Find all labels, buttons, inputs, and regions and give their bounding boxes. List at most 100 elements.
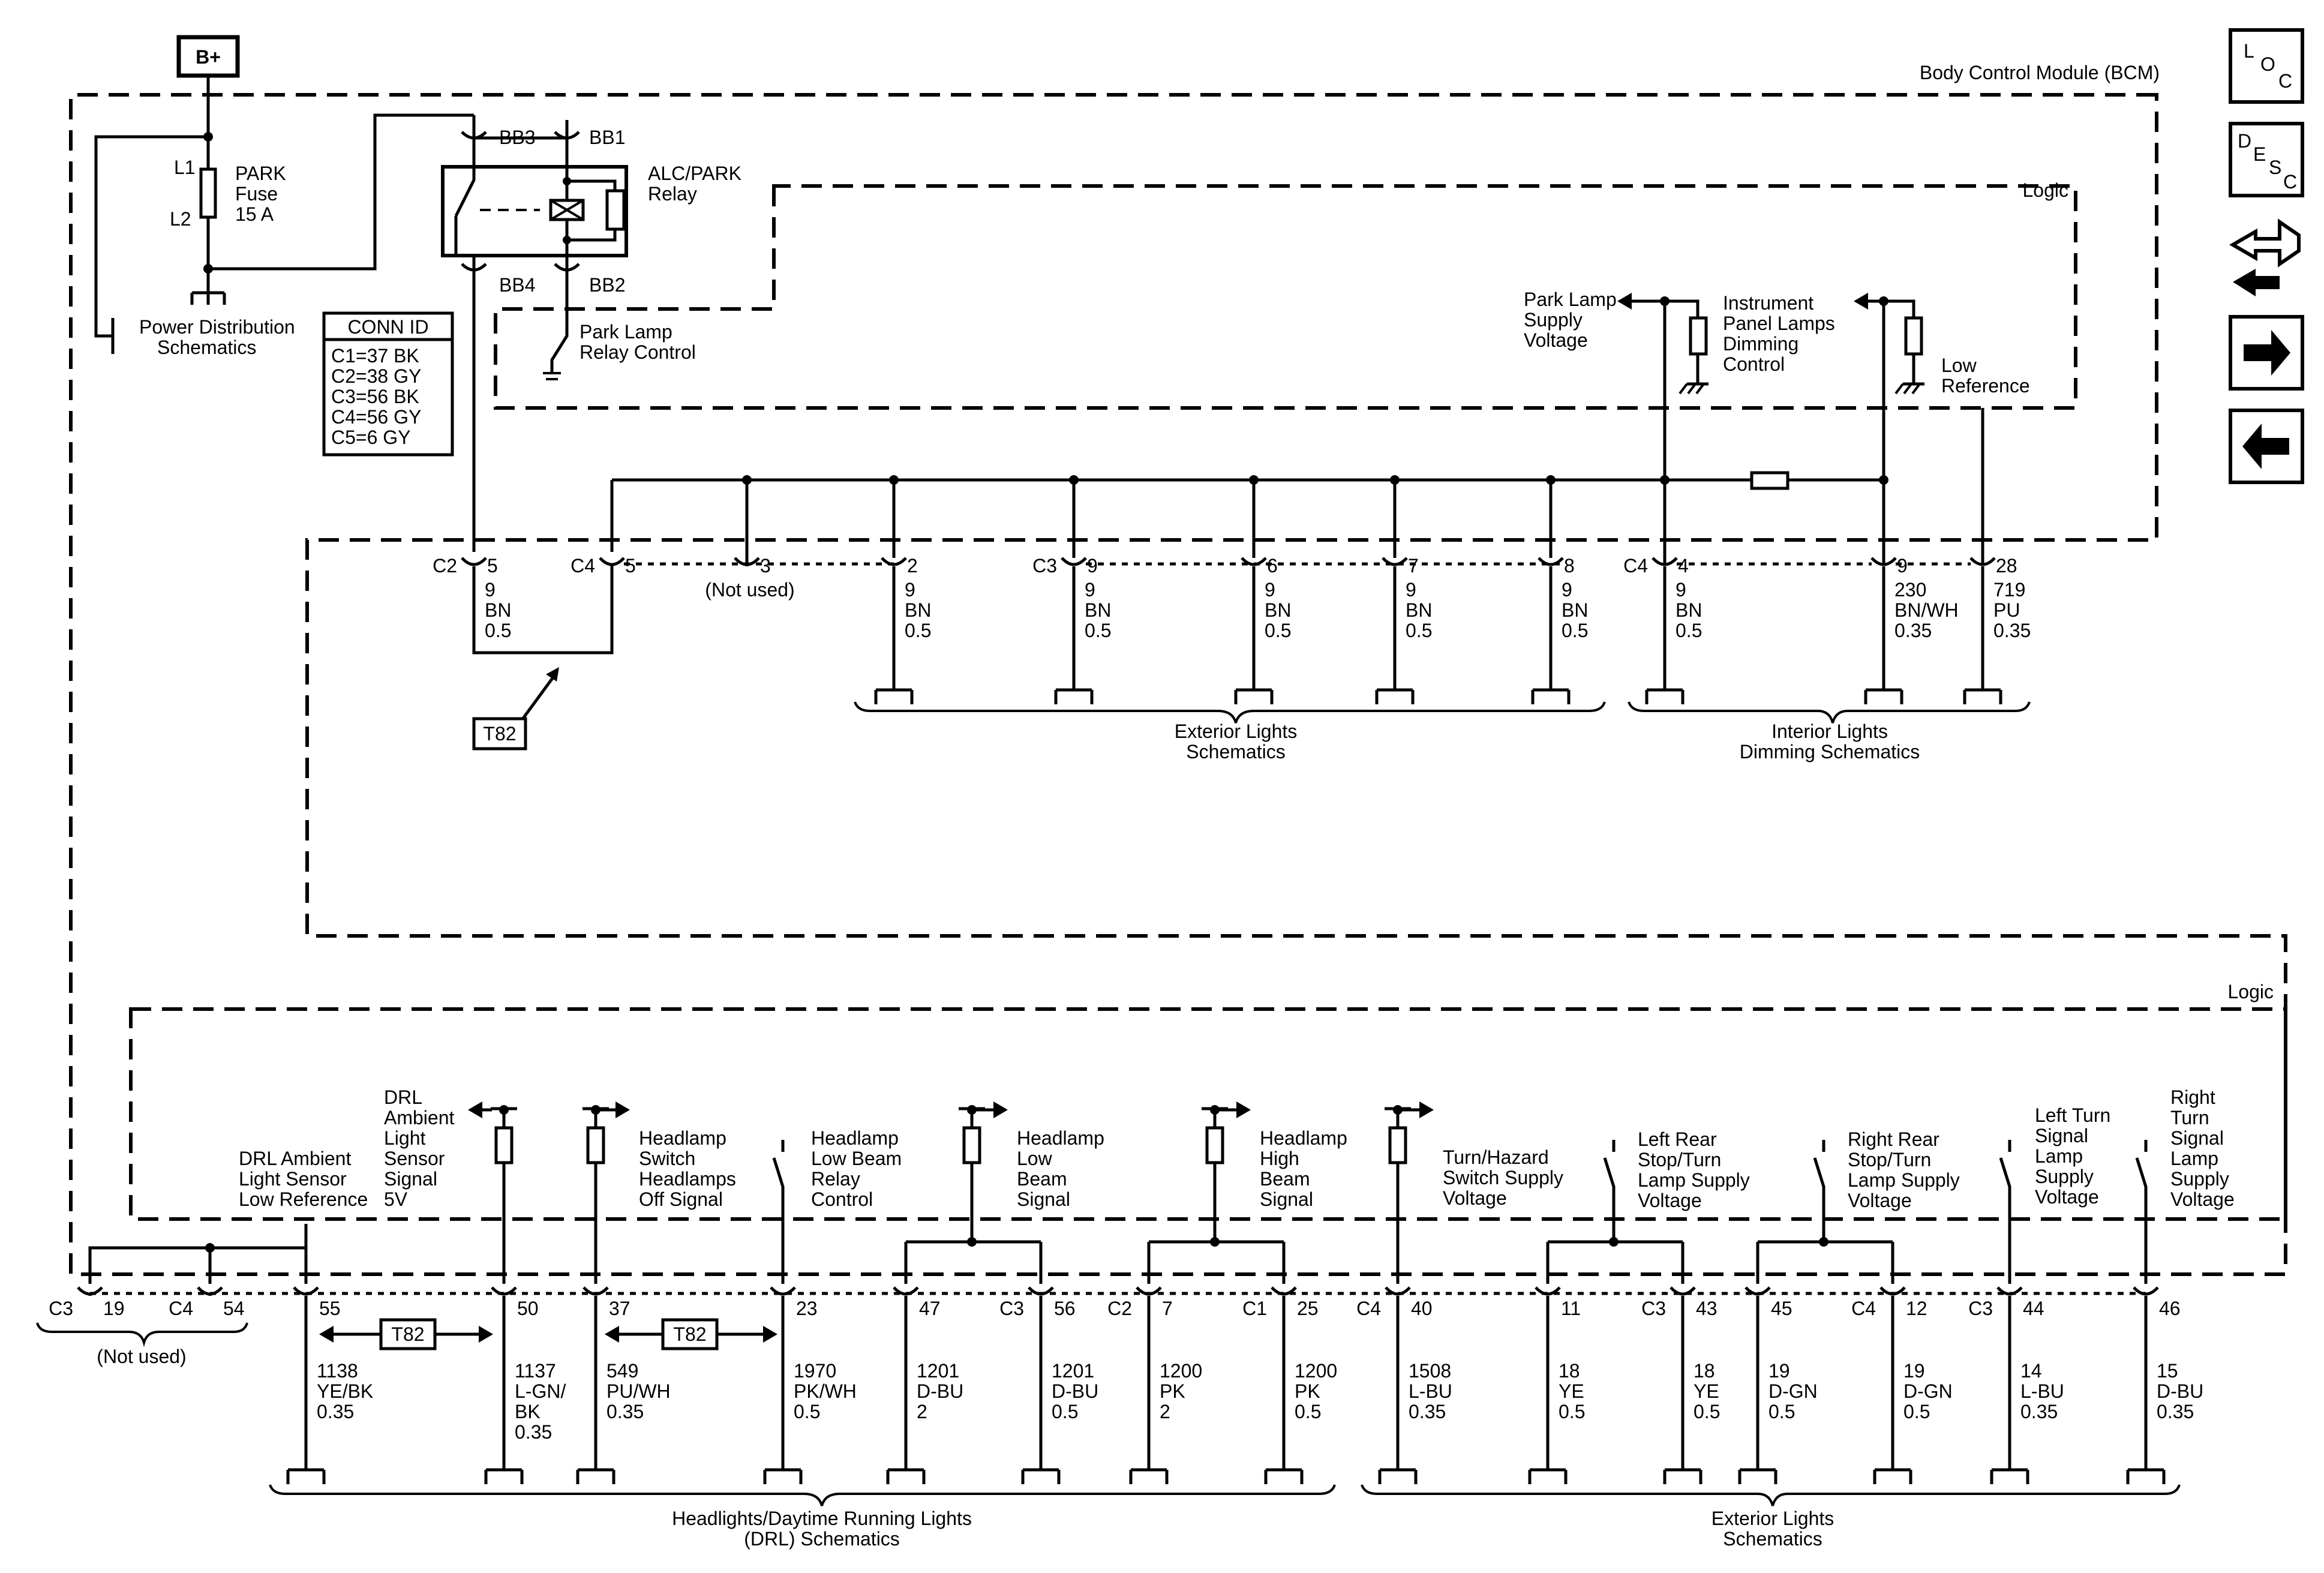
- wire-label: 9: [1562, 579, 1572, 601]
- wire-label: L-BU: [1409, 1380, 1452, 1402]
- drl-signal-label: Ambient: [384, 1107, 455, 1128]
- wire-label: 18: [1559, 1360, 1580, 1382]
- wire-label: 0.35: [515, 1421, 552, 1443]
- conn-id-row: C5=6 GY: [331, 427, 411, 448]
- wire-label: D-GN: [1768, 1380, 1818, 1402]
- desc-button[interactable]: D E S C: [2229, 122, 2304, 197]
- upper-exterior-group-label: Exterior Lights: [1175, 721, 1298, 742]
- t82-lower-label: T82: [673, 1323, 706, 1345]
- logic-label-lower: Logic: [2228, 981, 2274, 1002]
- right-rear-label: Voltage: [1848, 1190, 1912, 1211]
- pin-number-label: 6: [1267, 555, 1278, 577]
- loc-letter: L: [2244, 40, 2254, 62]
- right-turn-label: Lamp: [2170, 1148, 2218, 1169]
- wire-label: 230: [1894, 579, 1926, 601]
- wire-label: 14: [2020, 1360, 2042, 1382]
- module-title: Body Control Module (BCM): [1920, 62, 2160, 83]
- upper-group-braces: [854, 701, 2031, 724]
- pin-number-label: 23: [796, 1298, 818, 1319]
- park-lamp-supply-label: Voltage: [1524, 329, 1588, 351]
- wire-label: 0.5: [1694, 1401, 1720, 1422]
- back-arrow-icon[interactable]: [2229, 409, 2304, 484]
- wire-label: 19: [1768, 1360, 1790, 1382]
- conn-id-row: C2=38 GY: [331, 365, 421, 387]
- t82-upper: [472, 564, 614, 751]
- wire-label: 0.5: [1406, 620, 1432, 641]
- connector-id-label: C2: [1107, 1298, 1132, 1319]
- pin-number-label: 4: [1678, 555, 1689, 577]
- wire-label: 0.5: [1052, 1401, 1078, 1422]
- pin-number-label: 54: [223, 1298, 245, 1319]
- drl-signal-label: Sensor: [384, 1148, 445, 1169]
- loc-letter: O: [2260, 53, 2275, 75]
- pin-number-label: 5: [625, 555, 636, 577]
- upper-interior-group-label: Dimming Schematics: [1740, 741, 1920, 763]
- wire-label: BK: [515, 1401, 541, 1422]
- wire-label: 2: [917, 1401, 927, 1422]
- power-distribution-line1: Power Distribution: [139, 316, 295, 338]
- low-reference-label: Reference: [1941, 375, 2030, 397]
- pin-number-label: 7: [1408, 555, 1419, 577]
- wire-label: 0.5: [1085, 620, 1111, 641]
- pin-number-label: 43: [1696, 1298, 1718, 1319]
- ip-dimming-label: Dimming: [1723, 333, 1798, 355]
- logic-label-upper: Logic: [2023, 179, 2069, 201]
- module-outlines: [69, 93, 2287, 1276]
- wire-label: 9: [905, 579, 915, 601]
- hl-off-label: Off Signal: [639, 1188, 723, 1210]
- pin-number-label: 9: [1087, 555, 1098, 577]
- battery-supply: B+: [94, 35, 474, 354]
- wire-label: 0.35: [2020, 1401, 2058, 1422]
- connector-id-label: C1: [1242, 1298, 1267, 1319]
- lb-relay-label: Headlamp: [811, 1127, 899, 1149]
- t82-upper-label: T82: [483, 723, 516, 745]
- hb-signal-label: Headlamp: [1260, 1127, 1347, 1149]
- wire-label: 0.5: [485, 620, 511, 641]
- pin-number-label: 37: [609, 1298, 630, 1319]
- left-turn-label: Supply: [2035, 1166, 2094, 1187]
- lb-relay-label: Relay: [811, 1168, 860, 1190]
- fuse-pin-top: L1: [174, 157, 196, 178]
- pin-number-label: 45: [1771, 1298, 1792, 1319]
- connector-id-label: C3: [1641, 1298, 1666, 1319]
- drl-signal-label: Signal: [384, 1168, 437, 1190]
- wire-label: PU/WH: [606, 1380, 671, 1402]
- wire-label: 1201: [1052, 1360, 1094, 1382]
- pin-number-label: 9: [1897, 555, 1908, 577]
- relay-pin-bb4: BB4: [499, 274, 535, 296]
- connector-id-label: C3: [49, 1298, 73, 1319]
- right-rear-label: Lamp Supply: [1848, 1169, 1960, 1191]
- connector-icon[interactable]: [2229, 218, 2301, 296]
- left-turn-label: Voltage: [2035, 1186, 2099, 1208]
- loc-button[interactable]: L O C: [2229, 28, 2304, 104]
- drl-signal-label: 5V: [384, 1188, 408, 1210]
- ip-dimming-label: Instrument: [1723, 292, 1813, 314]
- wire-label: 0.35: [317, 1401, 354, 1422]
- connector-id-label: C3: [1968, 1298, 1993, 1319]
- next-arrow-icon[interactable]: [2229, 315, 2304, 391]
- low-reference-label: Low: [1941, 355, 1977, 376]
- wire-label: 0.5: [905, 620, 931, 641]
- relay-control-line2: Relay Control: [580, 341, 696, 363]
- battery-box: [176, 35, 240, 78]
- lower-pullup-resistors: [491, 1107, 1411, 1194]
- upper-interior-group-label: Interior Lights: [1771, 721, 1888, 742]
- relay-control-line1: Park Lamp: [580, 321, 672, 343]
- lower-drl-group-label: (DRL) Schematics: [744, 1528, 900, 1550]
- turn-hazard-label: Switch Supply: [1443, 1167, 1563, 1188]
- park-fuse: [199, 167, 217, 219]
- left-turn-label: Lamp: [2035, 1145, 2083, 1167]
- connector-id-label: C4: [1851, 1298, 1876, 1319]
- wire-label: BN/WH: [1894, 599, 1959, 621]
- wire-label: 0.5: [1265, 620, 1291, 641]
- fuse-type: Fuse: [235, 183, 278, 205]
